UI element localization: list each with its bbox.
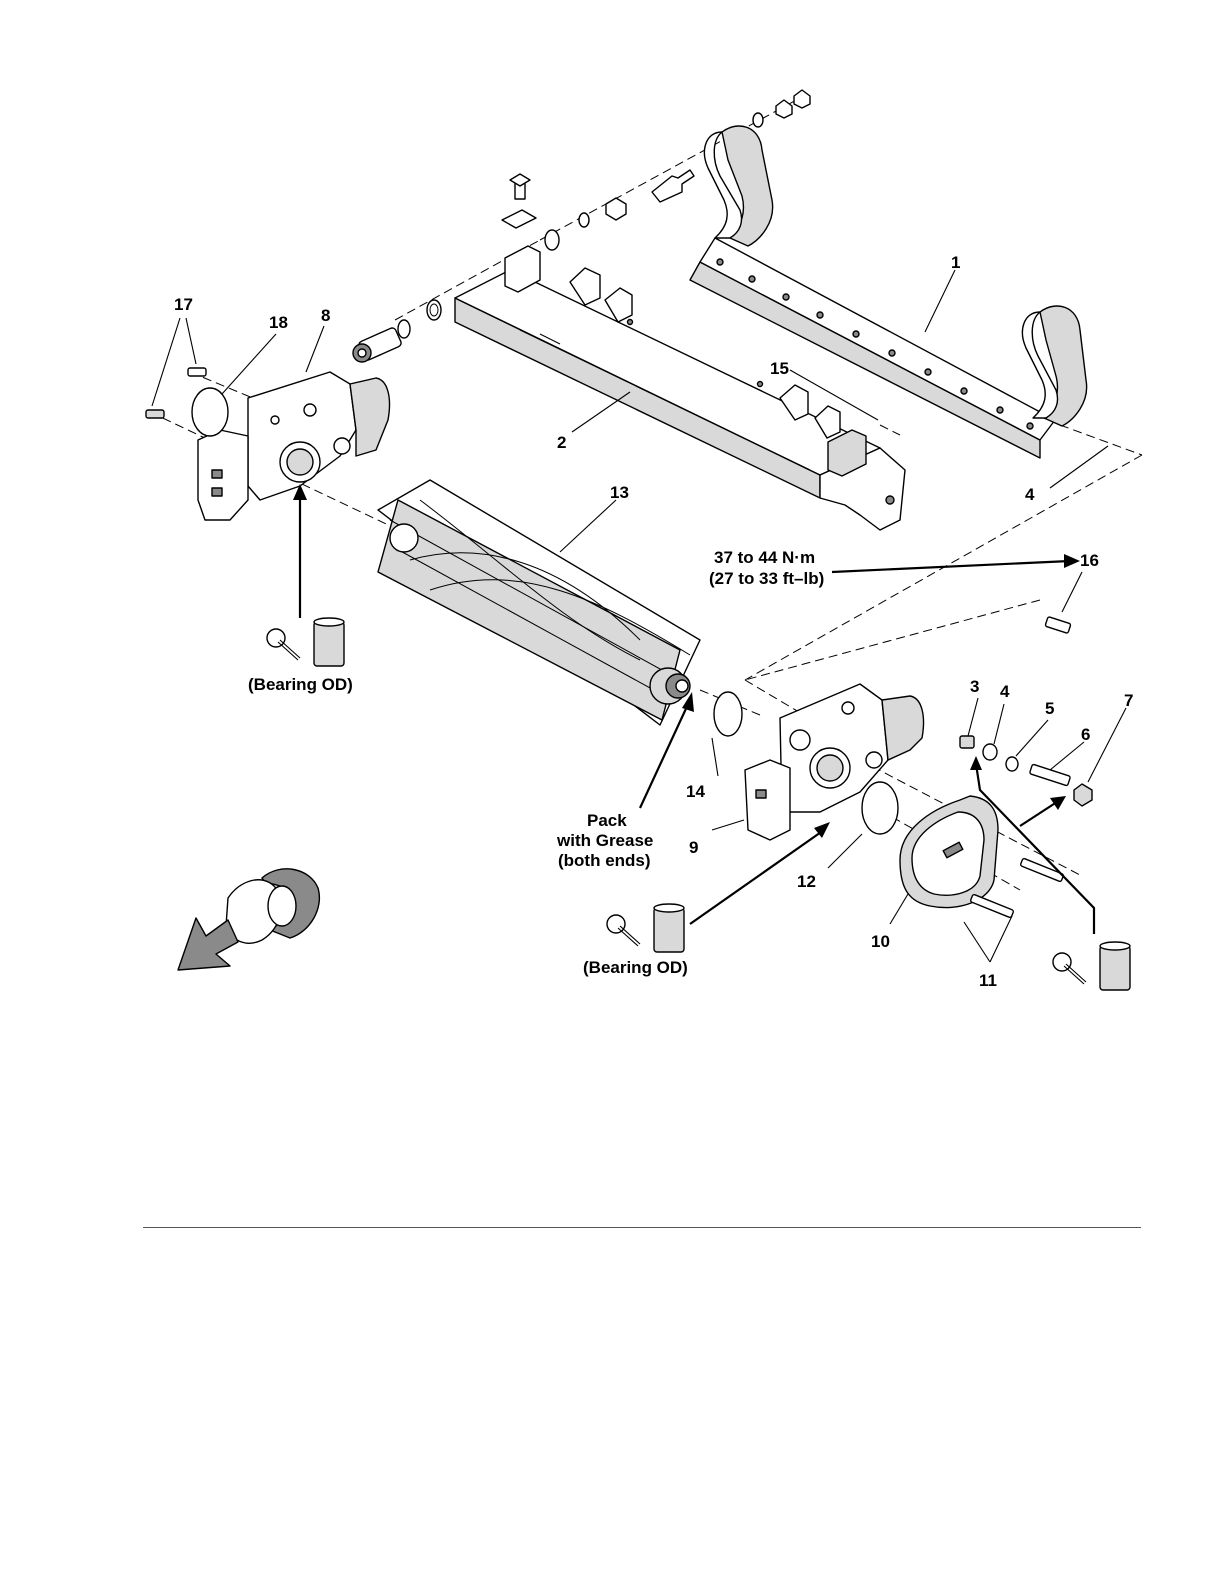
label-part-16: 16 <box>1080 551 1099 570</box>
bearing-od-note-left: (Bearing OD) <box>248 675 353 694</box>
label-part-10: 10 <box>871 932 890 951</box>
torque-spec-metric: 37 to 44 N·m <box>714 548 815 567</box>
forward-direction-arrow-icon <box>178 869 319 970</box>
label-part-18: 18 <box>269 313 288 332</box>
page-divider-rule <box>143 1227 1141 1228</box>
grease-note-line2: with Grease <box>556 831 653 850</box>
grease-gun-icon <box>607 904 684 952</box>
grease-gun-icon <box>267 618 344 666</box>
label-part-8: 8 <box>321 306 330 325</box>
part-2-frame <box>455 246 905 530</box>
right-hardware-3-to-7 <box>960 736 1092 806</box>
part-18-o-ring <box>192 388 228 436</box>
grease-note-line3: (both ends) <box>558 851 651 870</box>
part-12-o-ring <box>862 782 898 834</box>
label-part-9: 9 <box>689 838 698 857</box>
label-part-15: 15 <box>770 359 789 378</box>
label-part-5: 5 <box>1045 699 1054 718</box>
label-part-3: 3 <box>970 677 979 696</box>
label-part-6: 6 <box>1081 725 1090 744</box>
part-16-bolt <box>1045 617 1071 634</box>
part-8-left-side-plate <box>198 372 390 520</box>
label-part-4: 4 <box>1025 485 1035 504</box>
torque-spec-imperial: (27 to 33 ft–lb) <box>709 569 824 588</box>
part-14-o-ring <box>714 692 742 736</box>
label-part-12: 12 <box>797 872 816 891</box>
label-part-2: 2 <box>557 433 566 452</box>
bearing-od-note-right: (Bearing OD) <box>583 958 688 977</box>
grease-note-line1: Pack <box>587 811 627 830</box>
label-part-13: 13 <box>610 483 629 502</box>
label-part-11: 11 <box>979 971 997 990</box>
label-part-4: 4 <box>1000 682 1010 701</box>
part-10-cover <box>900 796 998 908</box>
label-part-14: 14 <box>686 782 705 801</box>
grease-gun-icon <box>1053 942 1130 990</box>
left-shaft-and-bearings <box>353 300 441 362</box>
part-13-reel <box>378 480 700 725</box>
label-part-1: 1 <box>951 253 960 272</box>
label-part-17: 17 <box>174 295 193 314</box>
label-part-7: 7 <box>1124 691 1133 710</box>
